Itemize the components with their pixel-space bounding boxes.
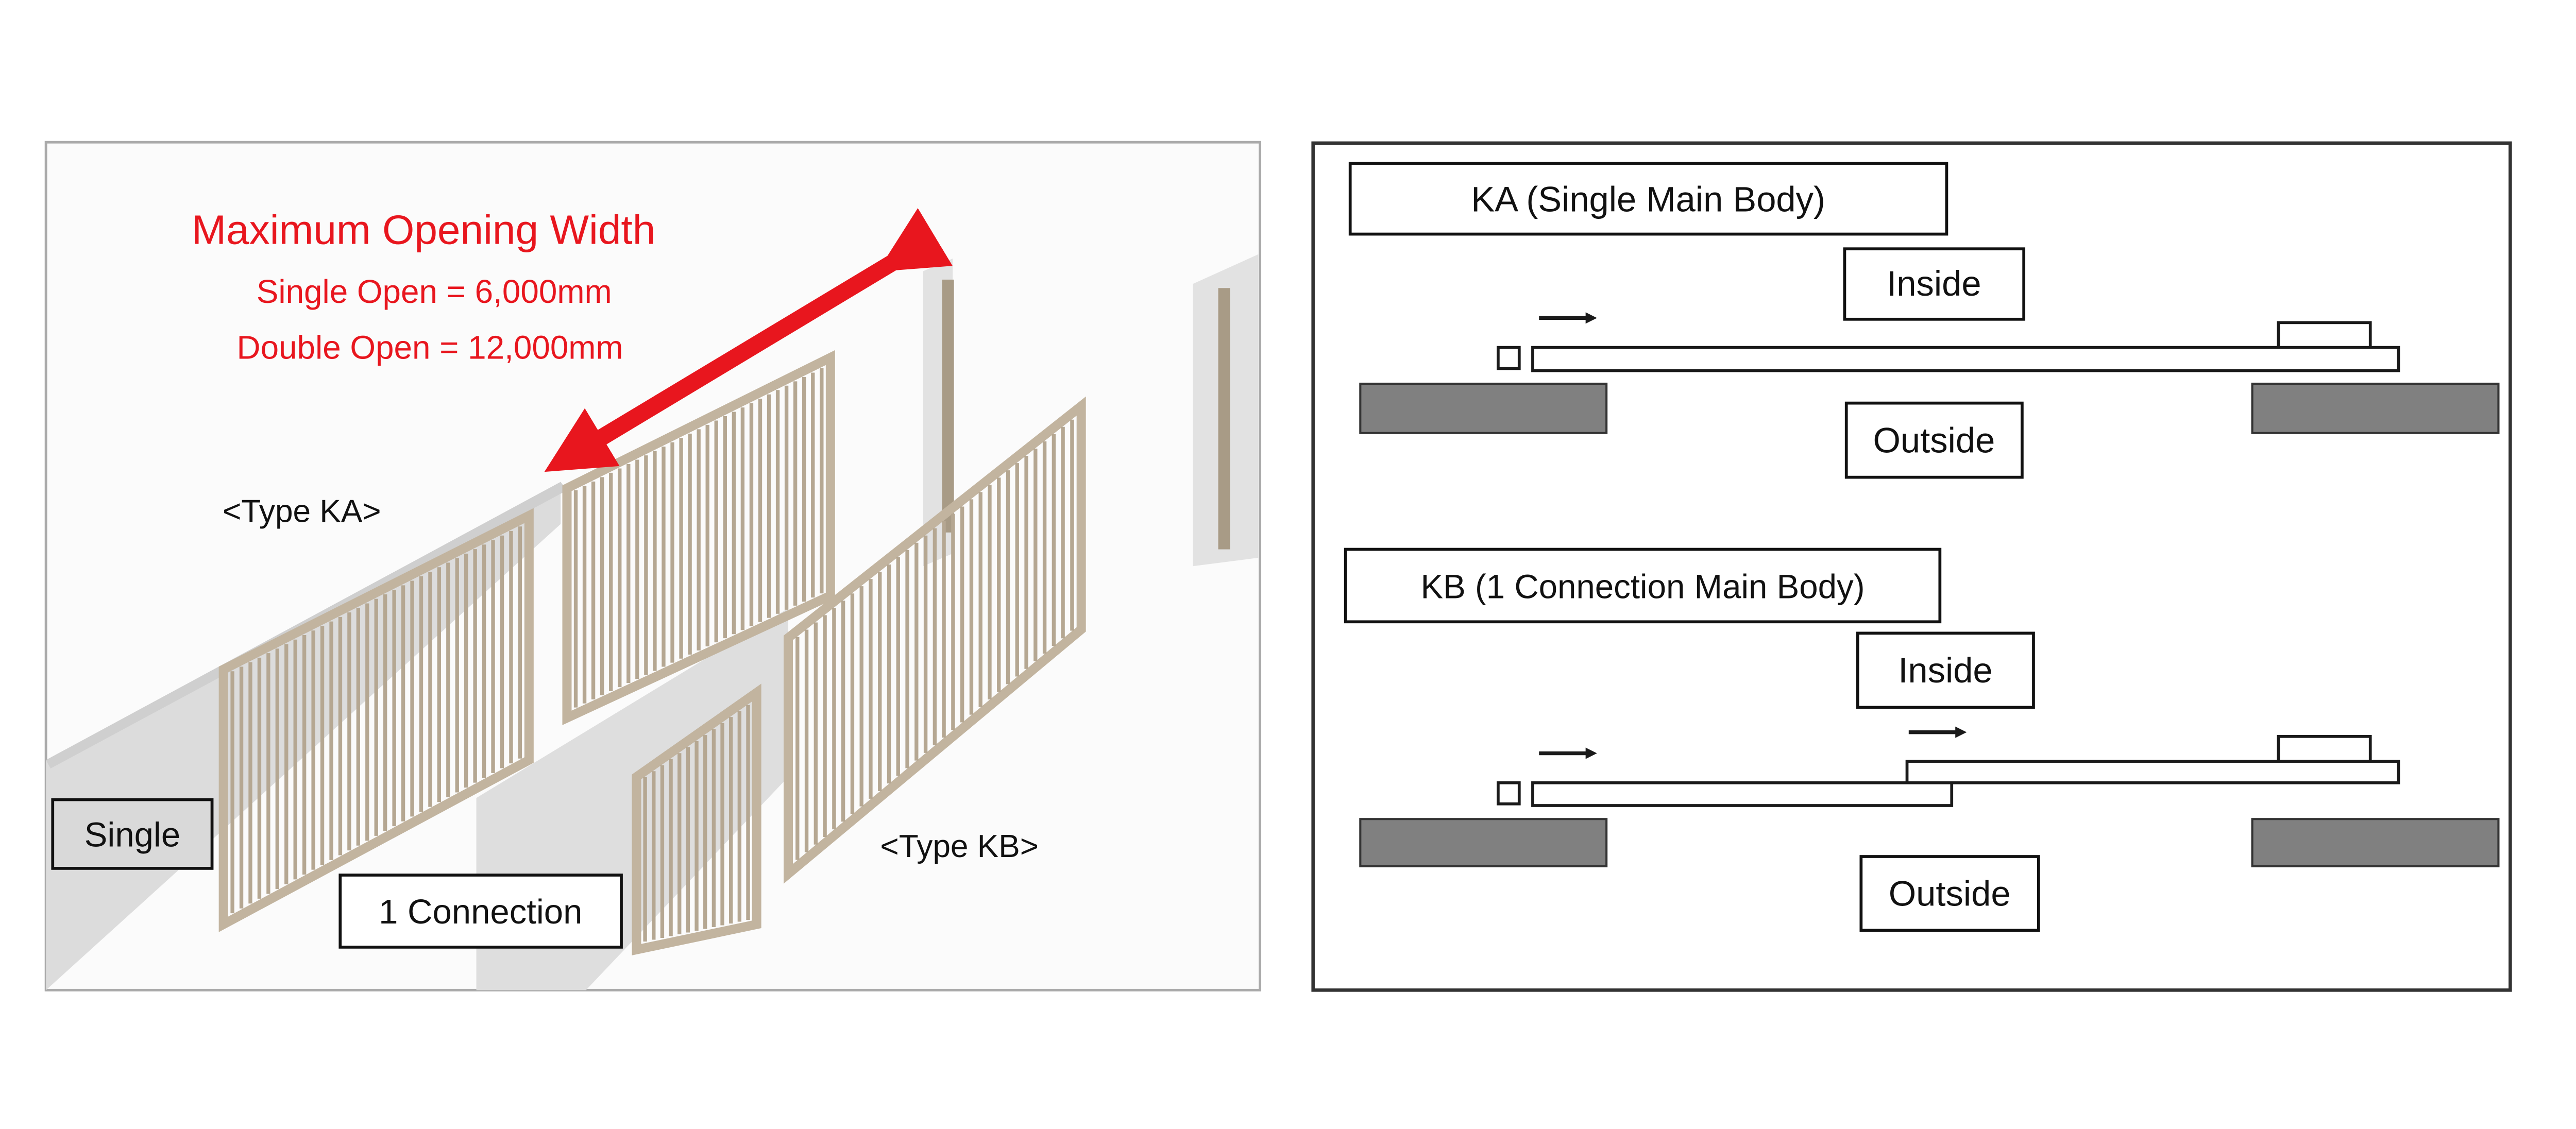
kb-latch — [1497, 781, 1521, 806]
kb-title: KB (1 Connection Main Body) — [1420, 568, 1865, 605]
kb-wheel-block — [2277, 734, 2372, 763]
photo-panel: Maximum Opening Width Single Open = 6,00… — [44, 141, 1262, 991]
ka-title-box — [1348, 162, 1948, 236]
ka-outside-box — [1844, 401, 2024, 479]
ka-wall-right — [2251, 382, 2500, 434]
double-open-text: Double Open = 12,000mm — [237, 329, 623, 366]
kb-upper-gate-body — [1905, 760, 2400, 784]
diagram-panel: KA (Single Main Body) Inside Outside KB … — [1311, 141, 2512, 992]
ka-diagram: KA (Single Main Body) Inside Outside — [1348, 162, 2500, 479]
kb-inside-label: Inside — [1898, 651, 1992, 690]
kb-wall-right — [2251, 818, 2500, 867]
fence-frame — [632, 683, 761, 955]
kb-wall-left — [1359, 818, 1608, 867]
fence-kb-rear — [784, 396, 1086, 884]
type-kb-label: <Type KB> — [880, 829, 1039, 864]
kb-diagram: KB (1 Connection Main Body) Inside Outsi… — [1344, 548, 2500, 932]
opening-width-arrow — [544, 208, 953, 472]
kb-lower-gate-body — [1531, 781, 1954, 807]
max-opening-title: Maximum Opening Width — [192, 206, 655, 252]
ka-outside-label: Outside — [1873, 420, 1995, 460]
fence-frame — [218, 508, 534, 932]
kb-inside-box — [1856, 631, 2035, 709]
fence-ka-front — [218, 508, 534, 932]
type-ka-label: <Type KA> — [223, 493, 381, 529]
kb-outside-label: Outside — [1889, 874, 2011, 914]
ka-wall-left — [1359, 382, 1608, 434]
ka-inside-label: Inside — [1887, 264, 1981, 303]
single-label: Single — [84, 815, 180, 854]
kb-outside-box — [1859, 855, 2040, 932]
connection-label: 1 Connection — [379, 893, 582, 931]
ka-latch — [1497, 346, 1521, 370]
post-ka-rail — [942, 279, 954, 533]
fence-kb-front — [632, 683, 761, 955]
post-kb-rail — [1218, 288, 1230, 550]
ka-gate-body — [1531, 346, 2400, 372]
kb-title-box — [1344, 548, 1942, 624]
ka-wheel-block — [2277, 321, 2372, 349]
single-label-box — [51, 798, 214, 870]
ka-title: KA (Single Main Body) — [1471, 179, 1825, 219]
fence-frame — [784, 396, 1086, 884]
connection-label-box — [338, 874, 623, 949]
ka-inside-box — [1843, 247, 2026, 321]
single-open-text: Single Open = 6,000mm — [257, 273, 612, 310]
